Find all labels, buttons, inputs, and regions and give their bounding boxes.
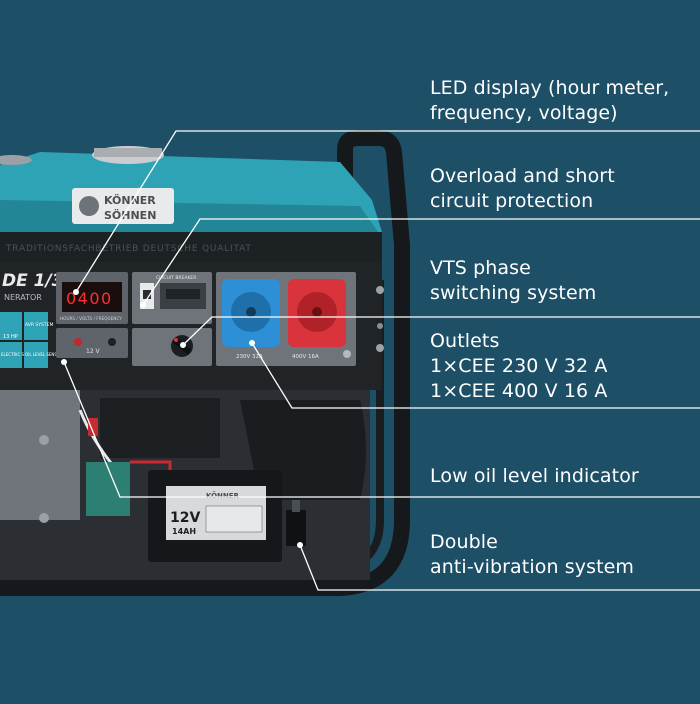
feature-vts-phase: VTS phase switching system: [430, 256, 695, 306]
dc-negative-terminal: [108, 338, 116, 346]
socket-400v-pin: [312, 307, 322, 317]
avr-label: AVR SYSTEM: [25, 322, 53, 328]
hp-label: 13 HP: [3, 334, 18, 340]
fuel-cap-body: [94, 148, 162, 157]
electric-start-badge: [0, 342, 22, 368]
battery-brand: KÖNNER: [206, 491, 240, 500]
feature-line: Low oil level indicator: [430, 465, 639, 487]
feature-line: switching system: [430, 282, 597, 304]
dc-positive-terminal: [74, 338, 82, 346]
engine-left-casing: [0, 390, 80, 520]
callout-line-outlets: [251, 342, 700, 409]
anti-vibration-mount-top: [292, 500, 300, 512]
callout-line-breaker: [142, 218, 700, 306]
feature-line: Double: [430, 531, 498, 553]
panel-bolt: [376, 344, 384, 352]
engine-bolt: [39, 513, 49, 523]
panel-bolt: [376, 286, 384, 294]
breaker-window: [166, 289, 200, 299]
engine-bolt: [39, 435, 49, 445]
tank-vent: [0, 155, 32, 165]
banner-strip: [0, 232, 382, 262]
callout-line-vibration: [299, 544, 700, 591]
callout-dots: [61, 289, 303, 548]
callout-dot-oil: [61, 359, 67, 365]
phase-switch-indicator: [174, 338, 178, 342]
feature-line: LED display (hour meter,: [430, 77, 670, 99]
socket-230v-label: 230V 32A: [236, 354, 263, 360]
callout-line-phase: [182, 316, 700, 346]
feature-line: frequency, voltage): [430, 102, 618, 124]
callout-line-oil: [63, 361, 700, 498]
frame-handle: [0, 130, 410, 596]
engine-sticker: [86, 462, 130, 516]
electric-start-label: ELECTRIC START: [1, 352, 34, 357]
oil-sensor-badge: [24, 342, 48, 368]
brand-line-1: KÖNNER: [104, 193, 156, 207]
feature-anti-vibration: Double anti-vibration system: [430, 530, 695, 580]
callout-line-display: [75, 130, 700, 293]
feature-low-oil: Low oil level indicator: [430, 464, 695, 489]
callout-lines: [63, 130, 700, 591]
feature-line: VTS phase: [430, 257, 531, 279]
feature-outlets: Outlets 1×CEE 230 V 32 A 1×CEE 400 V 16 …: [430, 329, 695, 404]
callout-dot-phase: [180, 342, 186, 348]
dc-output-module: [56, 328, 128, 358]
avr-badge: [24, 312, 48, 340]
callout-dot-outlets: [249, 340, 255, 346]
dc-label: 12 V: [86, 348, 101, 355]
display-caption: HOURS / VOLTS / FREQUENCY: [60, 316, 122, 321]
battery-wire: [130, 460, 172, 470]
callout-dot-vibration: [297, 542, 303, 548]
banner-text: TRADITIONSFACHBETRIEB DEUTSCHE QUALITAT: [5, 244, 252, 254]
battery-voltage: 12V: [170, 510, 200, 526]
callout-dot-breaker: [140, 302, 146, 308]
feature-line: Overload and short: [430, 165, 615, 187]
feature-overload-protection: Overload and short circuit protection: [430, 164, 695, 214]
brand-line-2: SÖHNEN: [104, 208, 156, 222]
feature-line: 1×CEE 400 V 16 A: [430, 380, 608, 402]
anti-vibration-mount: [286, 510, 306, 546]
battery-symbols: [205, 505, 263, 533]
panel-bolt: [377, 323, 383, 329]
feature-line: anti-vibration system: [430, 556, 635, 578]
model-label: DE 1/3: [2, 271, 64, 291]
brand-logo-icon: [79, 196, 99, 216]
breaker-label: CIRCUIT BREAKER: [156, 275, 196, 281]
socket-400v-label: 400V 16A: [292, 354, 319, 360]
feature-line: Outlets: [430, 330, 500, 352]
model-sub-label: NERATOR: [4, 293, 42, 302]
oil-sensor-label: OIL LEVEL SENSOR: [25, 352, 63, 357]
battery-capacity: 14AH: [172, 527, 196, 536]
feature-led-display: LED display (hour meter, frequency, volt…: [430, 76, 695, 126]
socket-230v-pin: [246, 307, 256, 317]
led-display: [62, 282, 122, 312]
engine-fins: [100, 398, 220, 458]
oil-sensor-connector: [88, 418, 98, 436]
ground-terminal: [343, 350, 351, 358]
brand-badge: [72, 188, 174, 224]
hp-badge: [0, 312, 22, 340]
callout-dot-display: [73, 289, 79, 295]
feature-line: 1×CEE 230 V 32 A: [430, 355, 608, 377]
feature-line: circuit protection: [430, 190, 594, 212]
breaker-toggle: [143, 290, 151, 299]
